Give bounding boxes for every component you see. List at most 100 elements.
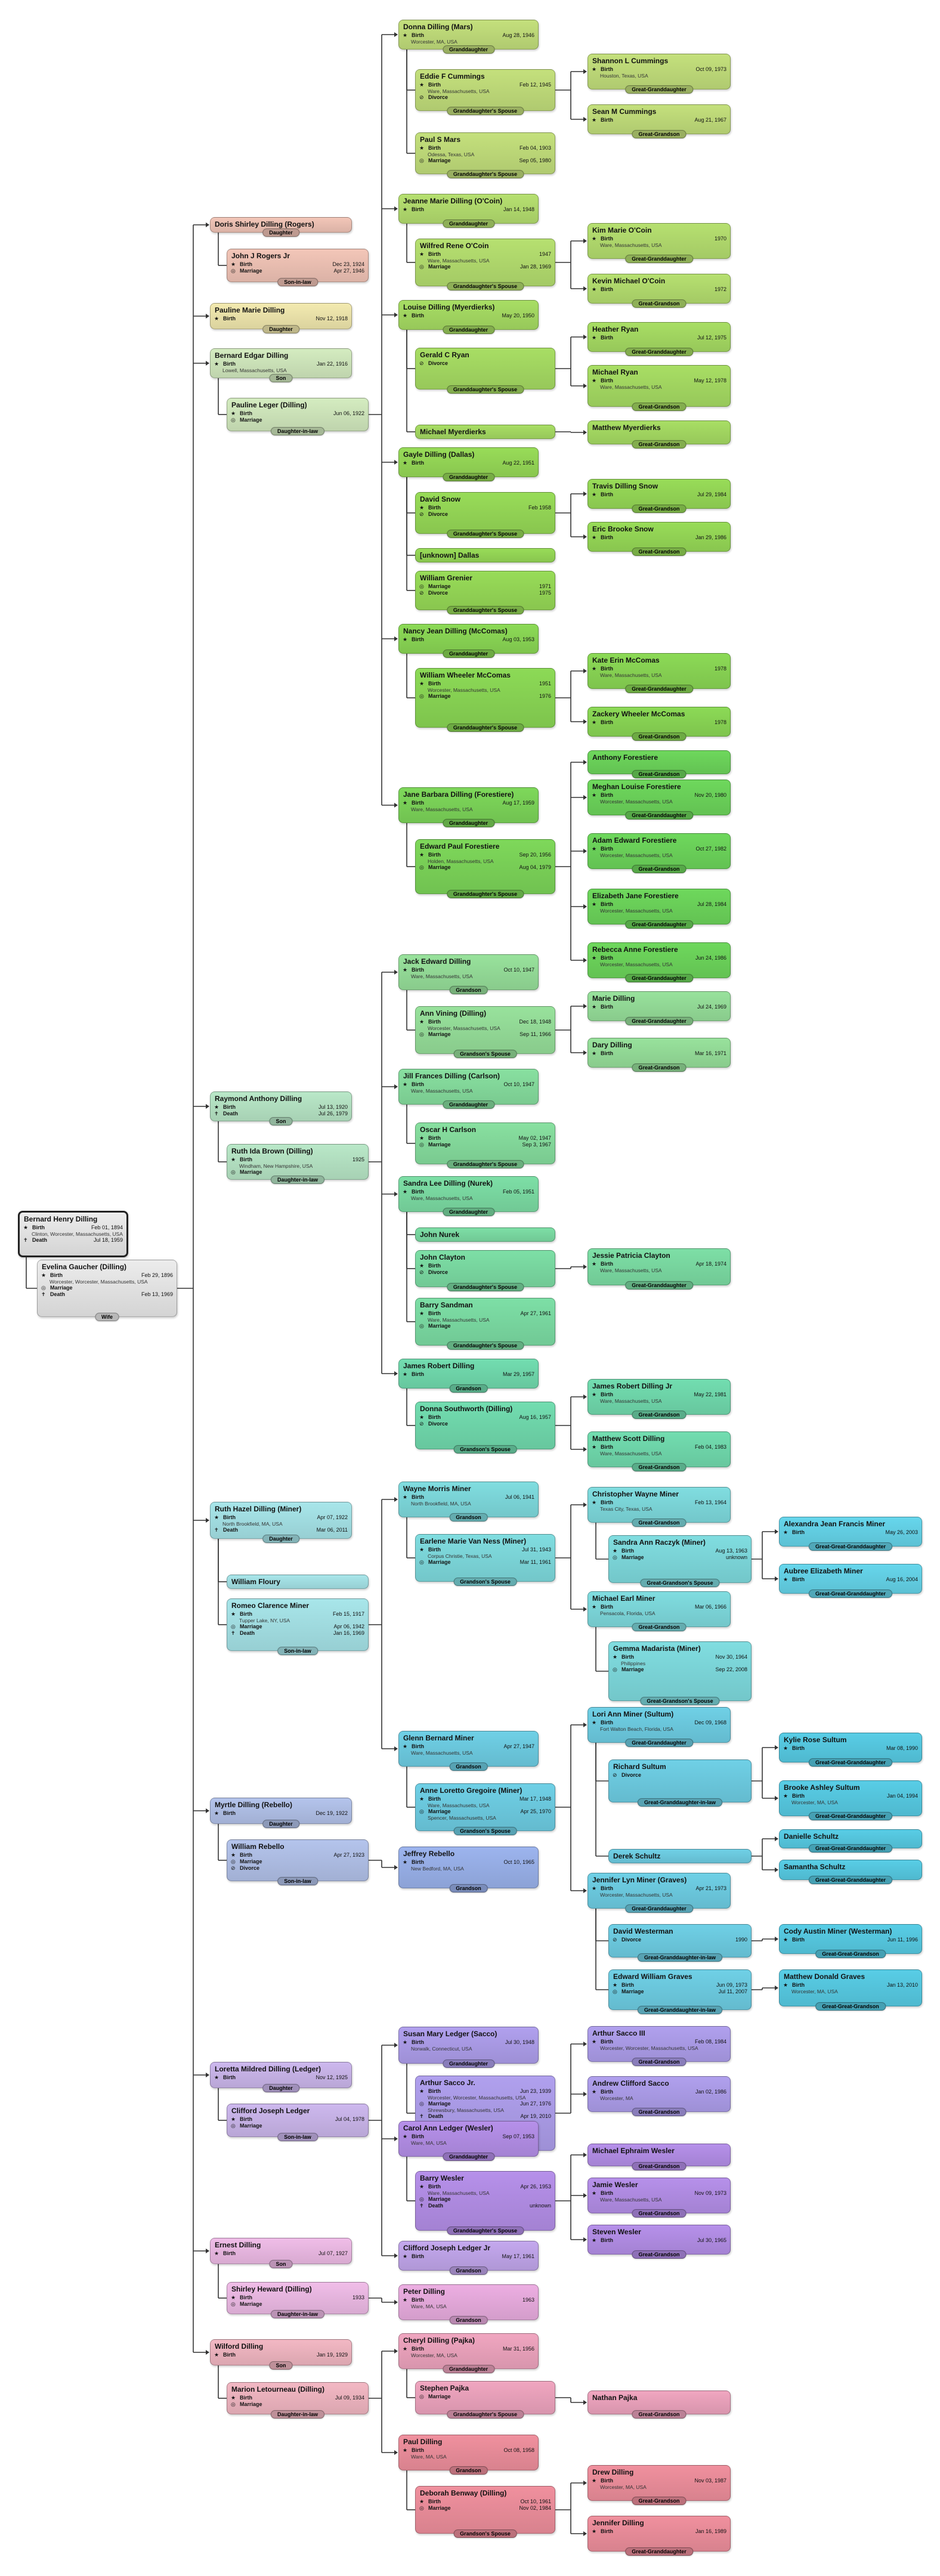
event-date: Mar 29, 1957 [502, 1371, 534, 1377]
person-card-g3t[interactable]: Michael Myerdierks [415, 425, 555, 439]
person-card-g3s[interactable]: Gerald C Ryan⊘Divorce [415, 348, 555, 389]
person-card-g9t[interactable]: John Clayton★Birth⊘Divorce [415, 1250, 555, 1287]
person-name: Dary Dilling [592, 1041, 632, 1049]
event-date: Mar 08, 1990 [886, 1745, 918, 1751]
person-card-g4t[interactable]: [unknown] Dallas [415, 548, 555, 562]
person-card-g9s[interactable]: John Nurek [415, 1227, 555, 1242]
person-card-gg24s[interactable]: Richard Sultum⊘Divorce [608, 1759, 752, 1802]
person-card-g18s[interactable]: Stephen Pajka◎Marriage [415, 2381, 555, 2414]
person-card-gg24t[interactable]: Derek Schultz [608, 1849, 752, 1863]
event-place: Ware, Massachusetts, USA [600, 242, 662, 248]
person-card-c5a[interactable]: William Floury [227, 1575, 369, 1589]
person-card-gg28[interactable]: Michael Ephraim Wesler [588, 2144, 731, 2166]
birth-icon: ★ [403, 206, 408, 212]
